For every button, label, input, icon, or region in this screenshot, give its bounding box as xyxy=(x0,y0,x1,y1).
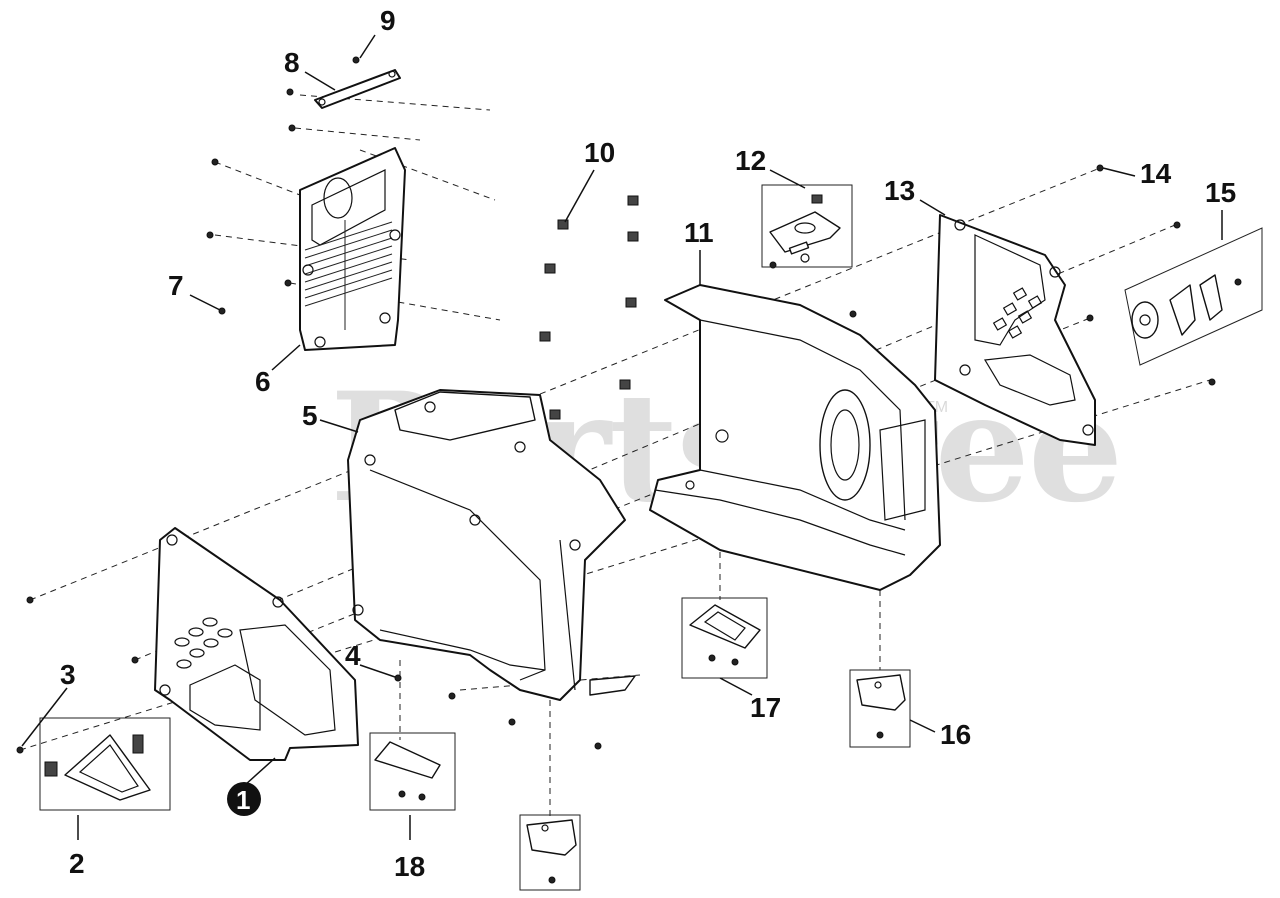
callout-1: 1 xyxy=(236,785,250,815)
part-12-detail-box xyxy=(761,184,853,268)
rear-frame-shell xyxy=(649,284,941,591)
clip-nuts xyxy=(539,195,639,420)
callout-5: 5 xyxy=(302,400,318,431)
callout-2: 2 xyxy=(69,848,85,879)
right-side-panel xyxy=(934,214,1096,446)
callout-4: 4 xyxy=(345,640,361,671)
part-15-detail-box xyxy=(1124,227,1263,366)
callout-10: 10 xyxy=(584,137,615,168)
callout-11: 11 xyxy=(684,217,714,248)
callout-14: 14 xyxy=(1140,158,1172,189)
foot-detail-box xyxy=(519,814,581,891)
top-handle-bar xyxy=(314,69,401,109)
callout-8: 8 xyxy=(284,47,300,78)
callout-9: 9 xyxy=(380,5,396,36)
callout-labels: 1 2 3 4 5 6 7 8 9 10 11 12 13 14 15 16 1… xyxy=(60,5,1236,882)
callout-18: 18 xyxy=(394,851,425,882)
callout-15: 15 xyxy=(1205,177,1236,208)
part-18-detail-box xyxy=(369,732,456,811)
callout-12: 12 xyxy=(735,145,766,176)
callout-16: 16 xyxy=(940,719,971,750)
leader-lines xyxy=(21,34,1223,840)
part-17-detail-box xyxy=(681,597,768,679)
front-grille-panel xyxy=(299,147,406,351)
callout-17: 17 xyxy=(750,692,781,723)
part-16-detail-box xyxy=(849,669,911,748)
part-2-detail-box xyxy=(39,717,171,811)
callout-1-badge xyxy=(227,782,261,816)
callout-7: 7 xyxy=(168,270,184,301)
callout-6: 6 xyxy=(255,366,271,397)
front-frame-shell xyxy=(347,389,636,701)
callout-3: 3 xyxy=(60,659,76,690)
screws xyxy=(16,56,1216,754)
left-side-panel xyxy=(154,527,359,761)
callout-13: 13 xyxy=(884,175,915,206)
